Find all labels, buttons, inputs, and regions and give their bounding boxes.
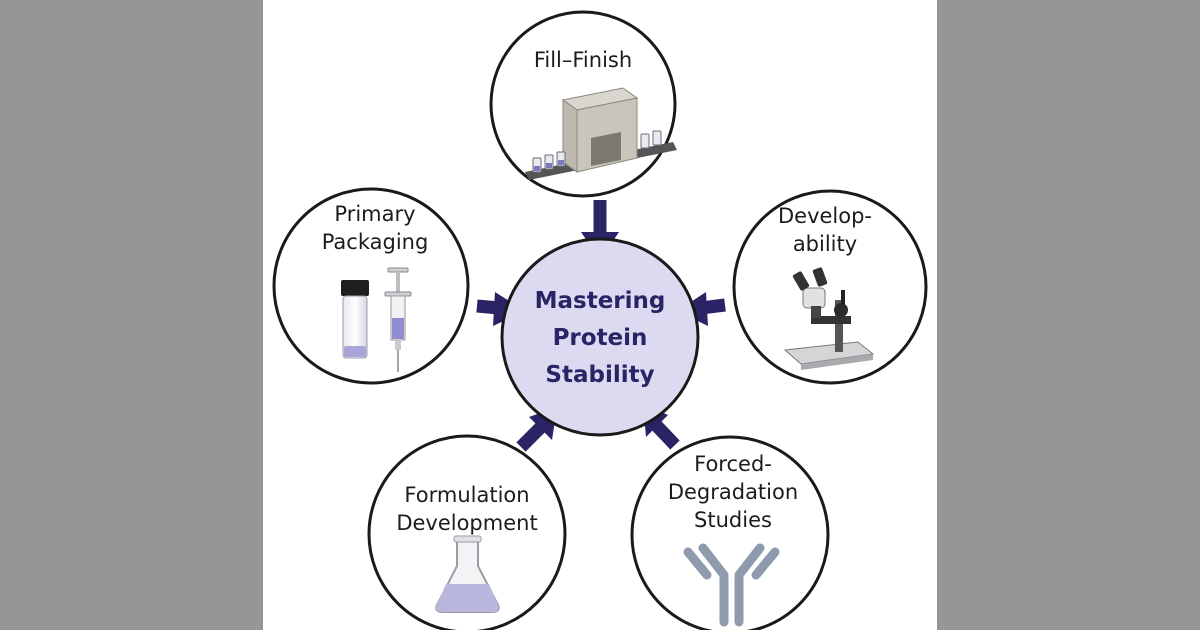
node-fill-finish: Fill–Finish — [489, 10, 677, 198]
forced-degradation-label-line-1: Forced- — [694, 452, 772, 476]
fill-finish-machine-icon — [525, 87, 677, 180]
microscope-icon — [783, 267, 875, 370]
node-primary-packaging: Primary Packaging — [272, 187, 470, 385]
node-formulation-development: Formulation Development — [367, 434, 567, 630]
antibody-icon — [683, 543, 780, 627]
forced-degradation-label-line-3: Studies — [694, 508, 772, 532]
formulation-label-line-2: Development — [396, 511, 537, 535]
fill-finish-label: Fill–Finish — [534, 48, 632, 72]
vial-and-syringe-icon — [341, 267, 412, 372]
forced-degradation-label-line-2: Degradation — [668, 480, 798, 504]
center-label-line-2: Protein — [553, 325, 648, 351]
center-label-line-1: Mastering — [535, 288, 666, 314]
primary-packaging-label-line-2: Packaging — [322, 230, 429, 254]
stability-diagram: Mastering Protein Stability Fill–Finish — [272, 10, 928, 630]
primary-packaging-label-line-1: Primary — [334, 202, 415, 226]
center-label-line-3: Stability — [545, 362, 654, 388]
developability-label-line-1: Develop- — [778, 204, 872, 228]
developability-label-line-2: ability — [793, 232, 857, 256]
center-node: Mastering Protein Stability — [500, 237, 700, 437]
diagram-panel: Mastering Protein Stability Fill–Finish — [263, 0, 937, 630]
flask-icon — [435, 535, 500, 613]
node-developability: Develop- ability — [732, 189, 928, 385]
formulation-label-line-1: Formulation — [404, 483, 529, 507]
node-forced-degradation: Forced- Degradation Studies — [630, 435, 830, 630]
